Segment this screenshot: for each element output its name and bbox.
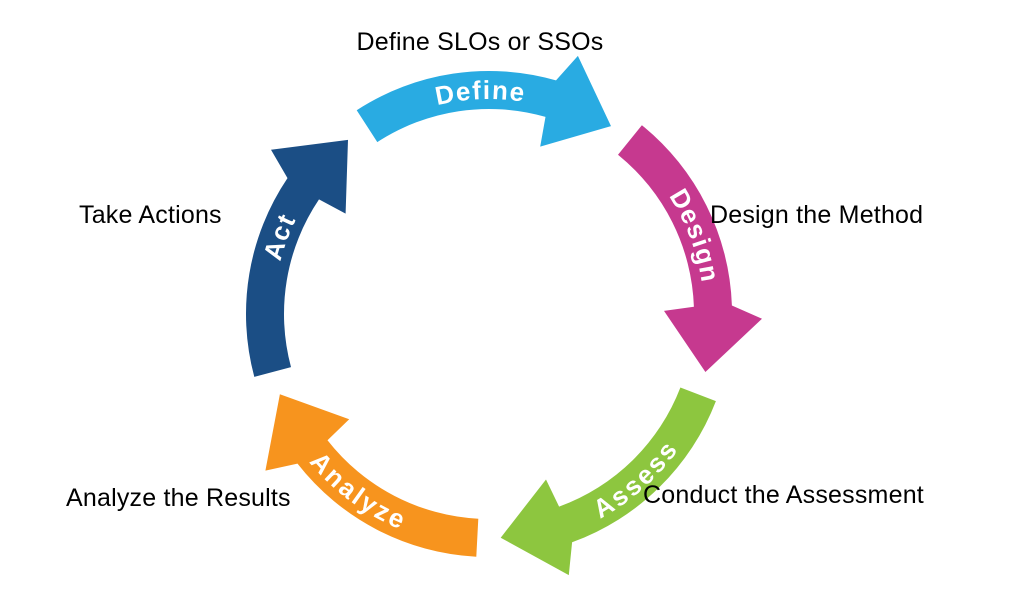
arrow-shape-assess [500, 387, 716, 576]
arrow-analyze: Analyze [265, 394, 479, 557]
arrow-shape-design [618, 125, 762, 372]
outer-label-analyze: Analyze the Results [66, 484, 291, 512]
arc-label-assess: Assess [588, 434, 684, 524]
arc-label-analyze: Analyze [304, 446, 411, 536]
outer-label-define: Define SLOs or SSOs [356, 28, 604, 56]
arrow-shape-define [356, 55, 611, 147]
outer-label-assess: Conduct the Assessment [643, 481, 924, 509]
arrow-act: Act [245, 139, 348, 377]
outer-label-design: Design the Method [710, 201, 924, 229]
arrow-shape-act [245, 139, 348, 377]
outer-label-act: Take Actions [79, 201, 222, 229]
arrow-shape-analyze [265, 394, 479, 557]
arrow-define: Define [356, 55, 611, 147]
arrow-design: Design [618, 125, 762, 372]
